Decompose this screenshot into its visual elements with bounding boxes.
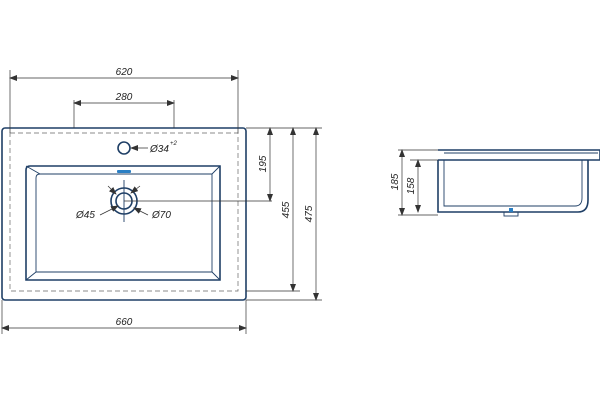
bowl-corner-line (211, 165, 221, 175)
tap-hole-tolerance: +2 (170, 141, 178, 147)
sink-outer-outline (1, 127, 247, 301)
drain-label-small: Ø45 (75, 210, 95, 221)
dim-label-280: 280 (115, 92, 133, 103)
dim-label-158: 158 (406, 177, 417, 194)
side-rim-outline (438, 149, 600, 161)
dim-label-185: 185 (390, 173, 401, 190)
dim-label-475: 475 (304, 205, 315, 222)
side-view: 185 158 (390, 149, 600, 217)
drain-leader-large (133, 207, 149, 216)
side-body-outline (437, 160, 589, 213)
tap-hole-label: Ø34 (149, 144, 169, 155)
side-bowl-inner-line (443, 160, 583, 207)
bowl-corner-line (211, 271, 221, 281)
dim-label-620: 620 (116, 67, 133, 78)
dim-label-455: 455 (281, 201, 292, 218)
drain-leader-top (107, 185, 117, 195)
tap-hole (117, 141, 131, 155)
bowl-corner-line (25, 271, 37, 281)
drain-leader-right (130, 185, 141, 194)
overflow-slot (117, 170, 131, 173)
bowl-outer-outline (25, 165, 221, 281)
plan-view: 620 280 Ø34 +2 Ø45 Ø70 195 455 475 660 (1, 67, 322, 334)
drain-label-large: Ø70 (151, 210, 171, 221)
dim-label-195: 195 (258, 155, 269, 172)
bowl-corner-line (25, 165, 41, 175)
side-drain-accent (509, 208, 513, 212)
drain-leader-small (99, 205, 119, 216)
bowl-inner-outline (35, 173, 213, 273)
dim-label-660: 660 (116, 317, 133, 328)
countertop-dashed-outline (9, 132, 239, 292)
